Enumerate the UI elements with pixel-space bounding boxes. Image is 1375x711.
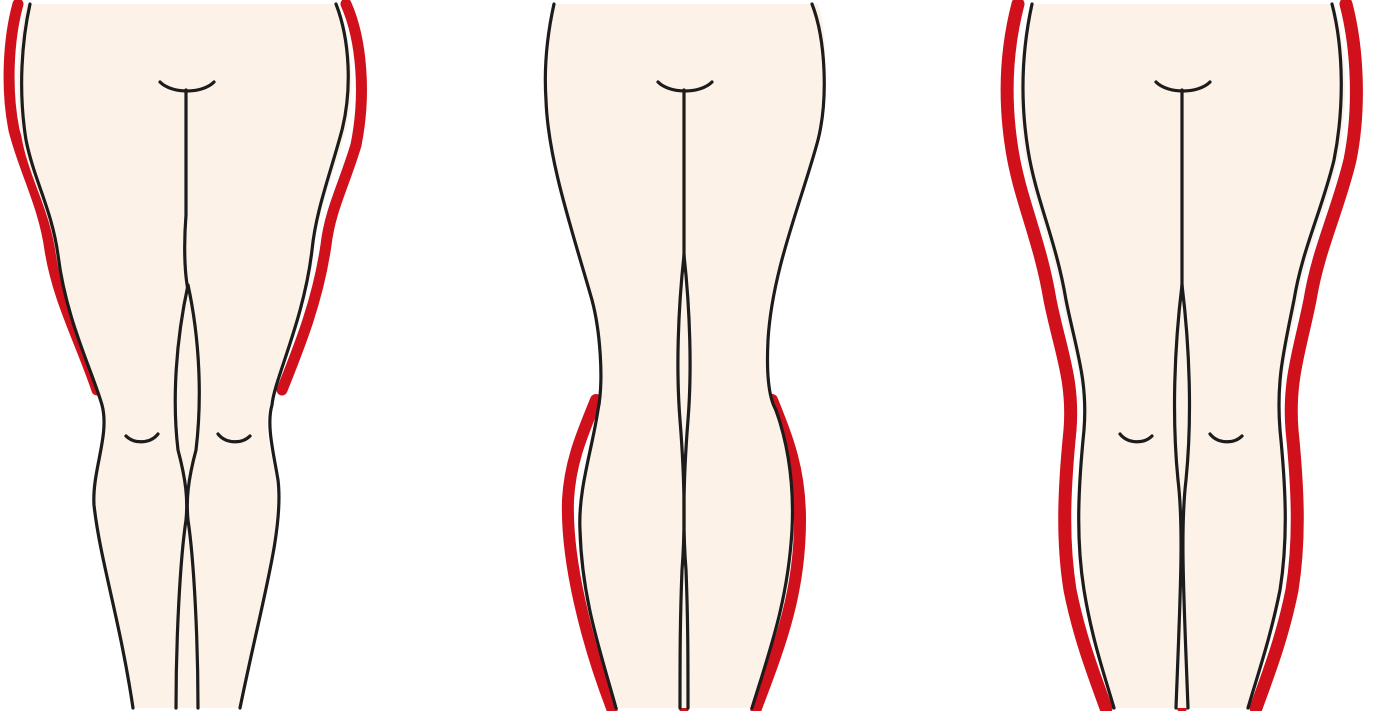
panel-left [9, 4, 361, 708]
panel-right [1007, 4, 1356, 708]
panel-middle [544, 4, 826, 708]
